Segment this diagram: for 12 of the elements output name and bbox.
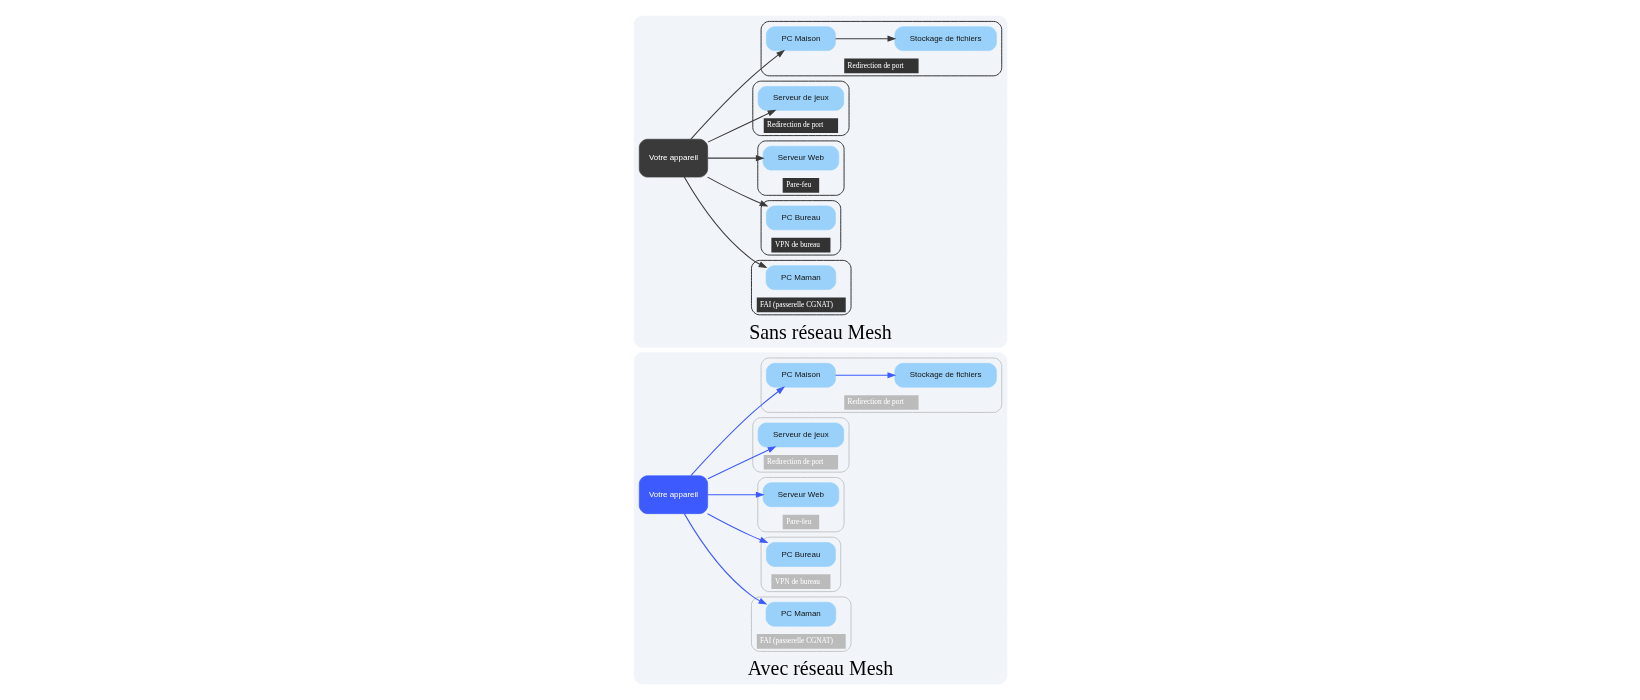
arrow xyxy=(834,35,896,42)
arrow xyxy=(706,109,776,143)
arrow xyxy=(706,513,768,543)
arrow xyxy=(706,446,776,480)
arrow xyxy=(689,49,785,140)
arrow xyxy=(706,491,765,498)
arrow xyxy=(689,386,785,477)
arrow xyxy=(683,513,767,605)
arrow xyxy=(706,155,765,162)
arrow xyxy=(706,176,768,207)
arrow xyxy=(834,372,896,379)
arrow xyxy=(683,176,767,269)
